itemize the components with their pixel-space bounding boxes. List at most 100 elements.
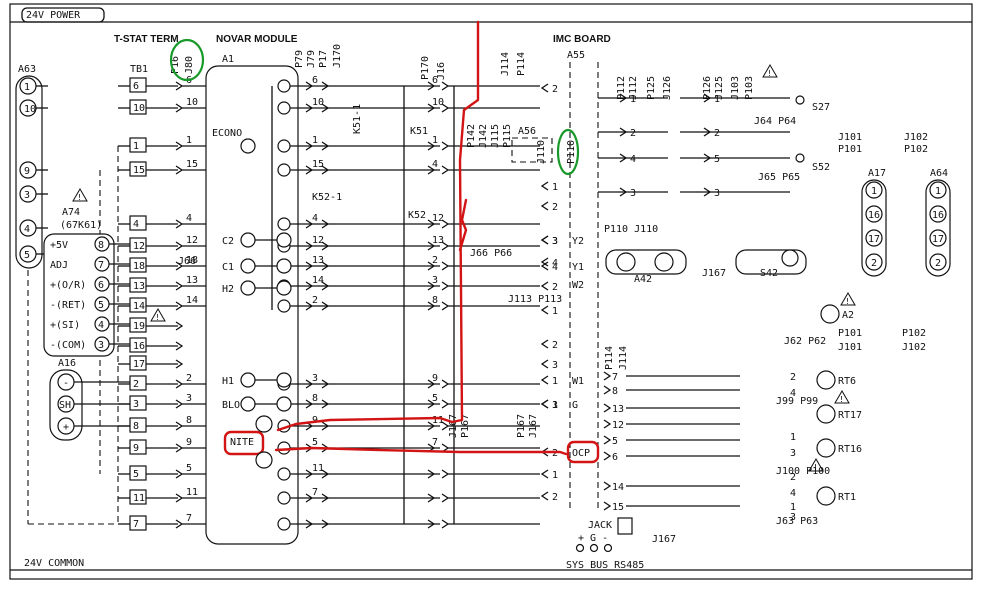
plug-pin-label: 16 [932, 210, 944, 221]
a1-relay-coil [240, 280, 256, 296]
p114-pin: 12 [612, 420, 624, 431]
j16-pin: 12 [432, 213, 444, 224]
tb1-terminal-label: 6 [133, 81, 139, 92]
p79-pin: 12 [312, 235, 324, 246]
plug-pin-label: 16 [868, 210, 880, 221]
a63-pin-label: 10 [24, 104, 36, 115]
j16-pin: 4 [432, 159, 438, 170]
p167-left-label: P167 [460, 414, 471, 438]
warning-mark: ! [839, 395, 844, 404]
a17-pin-16 [865, 205, 883, 223]
a74-pin-number: 7 [98, 260, 104, 271]
a1-input-label: 2 [186, 373, 192, 384]
imc-terminal-y2: Y2 [572, 236, 584, 247]
warning-mark: ! [813, 463, 818, 472]
tb1-arrow [175, 359, 184, 369]
p114-connector [603, 481, 612, 491]
tb1-terminal-19 [129, 317, 147, 333]
p114-pin: 13 [612, 404, 624, 415]
warning-mark: ! [767, 69, 772, 78]
j63p63-label: J63 P63 [776, 516, 818, 527]
novar-heading: NOVAR MODULE [216, 34, 298, 45]
imc-left-connector [540, 339, 549, 349]
imc-left-connector [540, 359, 549, 369]
p101-label: P101 [838, 144, 862, 155]
a1-relay-label: C2 [222, 236, 234, 247]
p79-pin: 8 [312, 393, 318, 404]
j103-label: J103 [730, 76, 741, 100]
a64-label: A64 [930, 168, 948, 179]
p112-pin: 1 [630, 94, 636, 105]
jack-pin-g [589, 543, 599, 553]
imc-left-pin: 1 [552, 306, 558, 317]
j16-pin: 13 [432, 235, 444, 246]
econo-label: ECONO [212, 128, 242, 139]
a56-label: A56 [518, 126, 536, 137]
warning-triangle [840, 292, 856, 306]
warning-mark: ! [77, 193, 82, 202]
p79-connector [305, 469, 330, 479]
p110j110-label: P110 J110 [604, 224, 658, 235]
a1-input-label: 9 [186, 437, 192, 448]
p167-right-label: P167 [516, 414, 527, 438]
imc-left-pin: 4 [552, 262, 558, 273]
a1-label: A1 [222, 54, 234, 65]
tb1-terminal-17 [129, 355, 147, 371]
p101-lower: P101 [838, 328, 862, 339]
p79-connector [305, 165, 330, 175]
tb1-terminal-16 [129, 337, 147, 353]
k52-label: K52 [408, 210, 426, 221]
j16-pin: 6 [432, 75, 438, 86]
a63-pin-label: 1 [24, 82, 30, 93]
j112-label: J112 [628, 76, 639, 100]
p126-pin: 2 [714, 128, 720, 139]
j16-pin: 8 [432, 295, 438, 306]
tb1-terminal-label: 18 [133, 261, 145, 272]
a42-coil-right [654, 252, 674, 272]
nite-highlight [223, 430, 265, 456]
a1-output-node [277, 491, 291, 505]
rt-pin: 4 [790, 388, 796, 399]
imc-terminal-y1: Y1 [572, 262, 584, 273]
a1-input-label: 12 [186, 235, 198, 246]
a1-relay-label: H1 [222, 376, 234, 387]
a74-pin-label: +(O/R) [50, 280, 86, 291]
p79-connector [305, 493, 330, 503]
j126-label: J126 [662, 76, 673, 100]
a1-input-label: 4 [186, 213, 192, 224]
p112-label: P112 [616, 76, 627, 100]
a1-relay-coil [240, 258, 256, 274]
a1-output-node [277, 79, 291, 93]
tb1-terminal-label: 16 [133, 341, 145, 352]
imc-terminal-w2: W2 [572, 280, 584, 291]
plug-pin-label: 17 [868, 234, 880, 245]
tb1-terminal-18 [129, 257, 147, 273]
a74-pin-number: 3 [98, 340, 104, 351]
p126-pin: 1 [714, 94, 720, 105]
tb1-terminal-label: 15 [133, 165, 145, 176]
a16-pin-label: + [63, 422, 69, 433]
p79-pin: 7 [312, 487, 318, 498]
j16-pin: 9 [432, 373, 438, 384]
plug-pin-label: 1 [871, 186, 877, 197]
j102-label: J102 [904, 132, 928, 143]
a74-label: A74 [62, 207, 80, 218]
j113p113-label: J113 P113 [508, 294, 562, 305]
a74-pin-number: 6 [98, 280, 104, 291]
j101-label: J101 [838, 132, 862, 143]
a17-label: A17 [868, 168, 886, 179]
a1-input-label: 14 [186, 295, 198, 306]
a74-pin-label: +5V [50, 240, 68, 251]
j167-bottom-label: J167 [652, 534, 676, 545]
p170-label: P170 [420, 56, 431, 80]
rt17-label: RT17 [838, 410, 862, 421]
p114-connector [603, 419, 612, 429]
p79-pin: 10 [312, 97, 324, 108]
nite-contact-bottom [255, 451, 273, 469]
p79-pin: 13 [312, 255, 324, 266]
j65p65-label: J65 P65 [758, 172, 800, 183]
warning-triangle [762, 64, 778, 78]
tb1-terminal-9 [129, 439, 147, 455]
j100p100-label: J100 P100 [776, 466, 830, 477]
a64-pin-1 [929, 181, 947, 199]
